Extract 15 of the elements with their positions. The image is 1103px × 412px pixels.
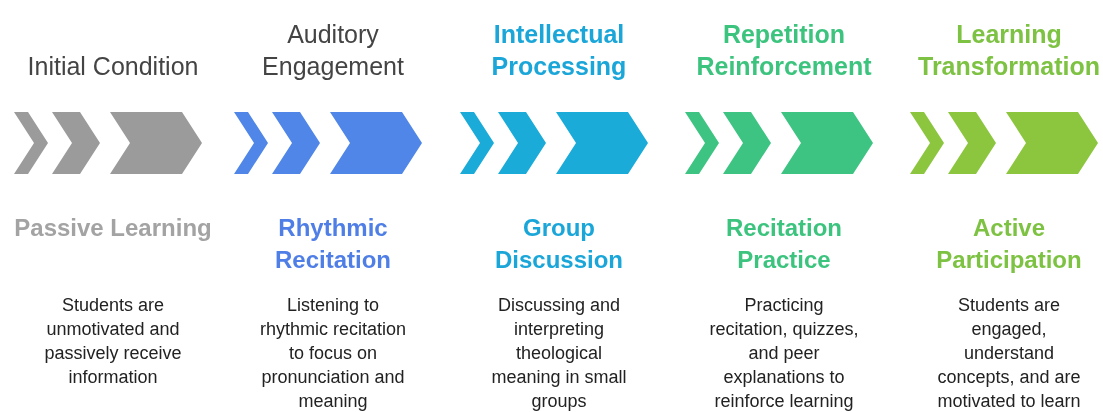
step-title: Passive Learning [13,213,213,243]
step-description: Listening to rhythmic recitation to focus on pronunciation and meaning [258,294,408,412]
stage-heading: Repetition Reinforcement [695,19,873,82]
step-title: Recitation Practice [725,213,843,275]
step-description: Discussing and interpreting theological meaning in small groups [490,294,628,412]
stage-heading: Auditory Engagement [261,19,405,82]
stage-heading: Learning Transformation [917,19,1101,82]
step-title: Active Participation [935,213,1083,275]
step-description: Practicing recitation, quizzes, and peer explanations to reinforce learning [708,294,860,412]
step-title: Group Discussion [493,213,624,275]
step-description: Students are unmotivated and passively receive information [43,294,183,389]
step-title: Rhythmic Recitation [274,213,392,275]
stage-heading: Intellectual Processing [490,19,628,82]
stage-heading: Initial Condition [27,51,199,82]
step-description: Students are engaged, understand concepts, and are motivated to learn [936,294,1082,412]
